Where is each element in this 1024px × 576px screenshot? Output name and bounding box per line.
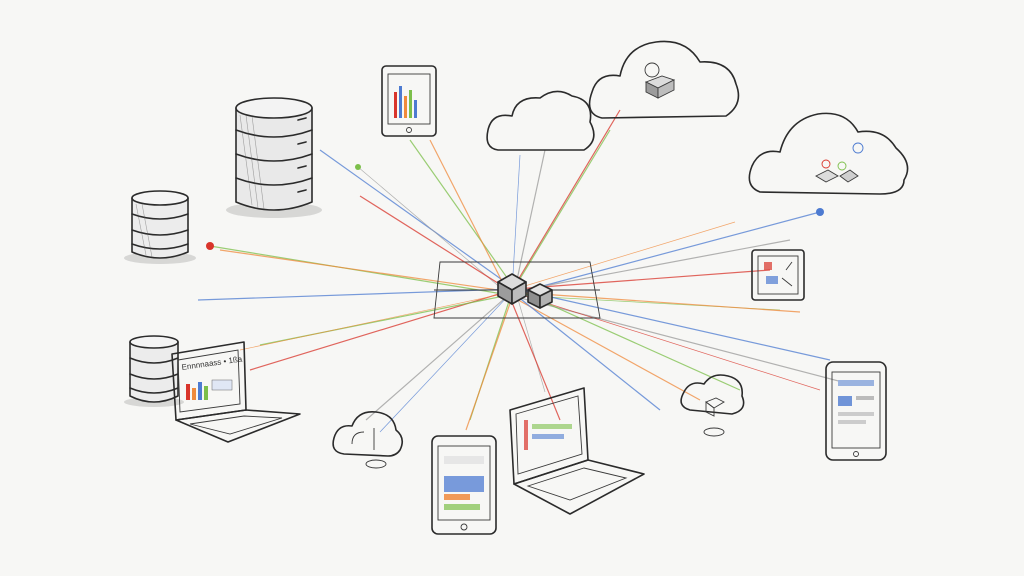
database-server-tall bbox=[226, 97, 322, 218]
connection-line bbox=[239, 291, 513, 351]
connection-line bbox=[508, 294, 851, 385]
endpoint-markers bbox=[206, 164, 824, 250]
connection-line bbox=[429, 139, 510, 296]
laptop-center bbox=[509, 387, 645, 515]
connection-line bbox=[514, 288, 831, 361]
connection-line bbox=[359, 195, 513, 293]
connection-line bbox=[197, 288, 516, 301]
small-monitor-right bbox=[751, 249, 805, 301]
connection-line bbox=[511, 239, 791, 293]
cloud-small-bottom-right bbox=[680, 374, 745, 437]
central-network-hub bbox=[433, 261, 601, 319]
connection-line bbox=[514, 288, 546, 393]
cloud-right bbox=[748, 112, 909, 195]
connection-line bbox=[249, 288, 516, 371]
connection-line bbox=[514, 269, 771, 290]
connection-line bbox=[511, 129, 611, 293]
connection-line bbox=[511, 291, 801, 313]
connection-line bbox=[508, 294, 701, 401]
connection-line bbox=[511, 291, 821, 391]
database-server-small bbox=[124, 190, 196, 264]
database-with-laptop bbox=[124, 335, 184, 407]
connection-line bbox=[219, 249, 513, 293]
connection-line bbox=[508, 211, 821, 296]
smartphone-right bbox=[825, 361, 887, 461]
laptop-left: Ennnnaass • 1ßa bbox=[171, 341, 301, 443]
connection-line bbox=[465, 288, 516, 431]
connection-line bbox=[508, 109, 621, 296]
tablet-top bbox=[381, 65, 437, 137]
connection-line bbox=[319, 149, 516, 290]
smartphone-bottom bbox=[431, 435, 497, 535]
connection-line bbox=[511, 154, 521, 293]
connection-line bbox=[514, 221, 736, 290]
laptop-screen-caption: Ennnnaass • 1ßa bbox=[181, 354, 243, 371]
connection-line bbox=[514, 288, 741, 391]
connection-lines bbox=[197, 109, 851, 433]
connection-line bbox=[514, 149, 546, 290]
connection-line bbox=[508, 294, 561, 421]
connection-line bbox=[409, 139, 516, 290]
connection-line bbox=[365, 291, 513, 421]
cloud-top-left bbox=[486, 90, 595, 151]
connection-line bbox=[511, 291, 661, 411]
cloud-small-bottom-left bbox=[332, 410, 404, 469]
cloud-top-center bbox=[588, 40, 740, 119]
